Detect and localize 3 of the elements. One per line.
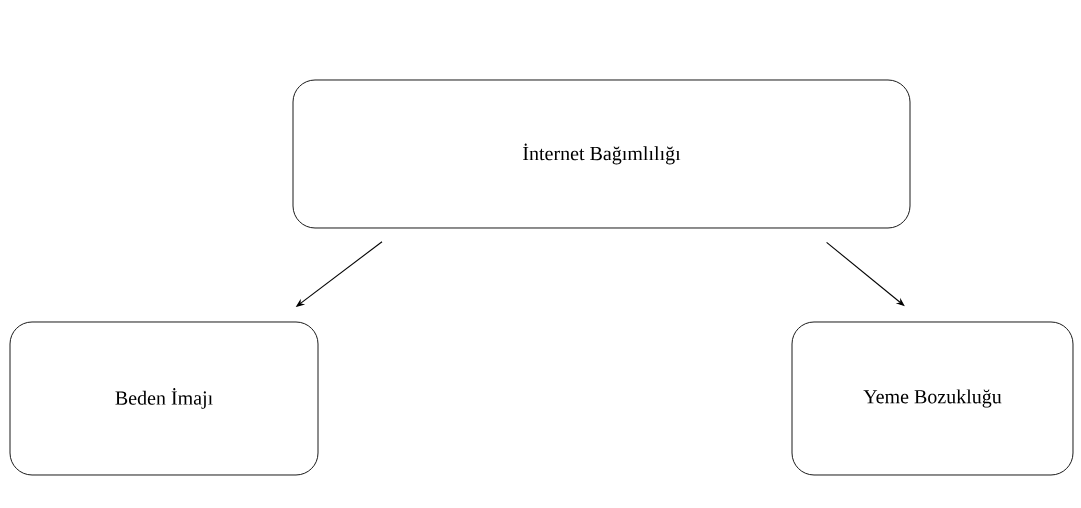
process-box: Yeme Bozukluğu <box>791 321 1074 476</box>
process-box: İnternet Bağımlılığı <box>292 79 911 229</box>
process-box: Beden İmajı <box>9 321 319 476</box>
